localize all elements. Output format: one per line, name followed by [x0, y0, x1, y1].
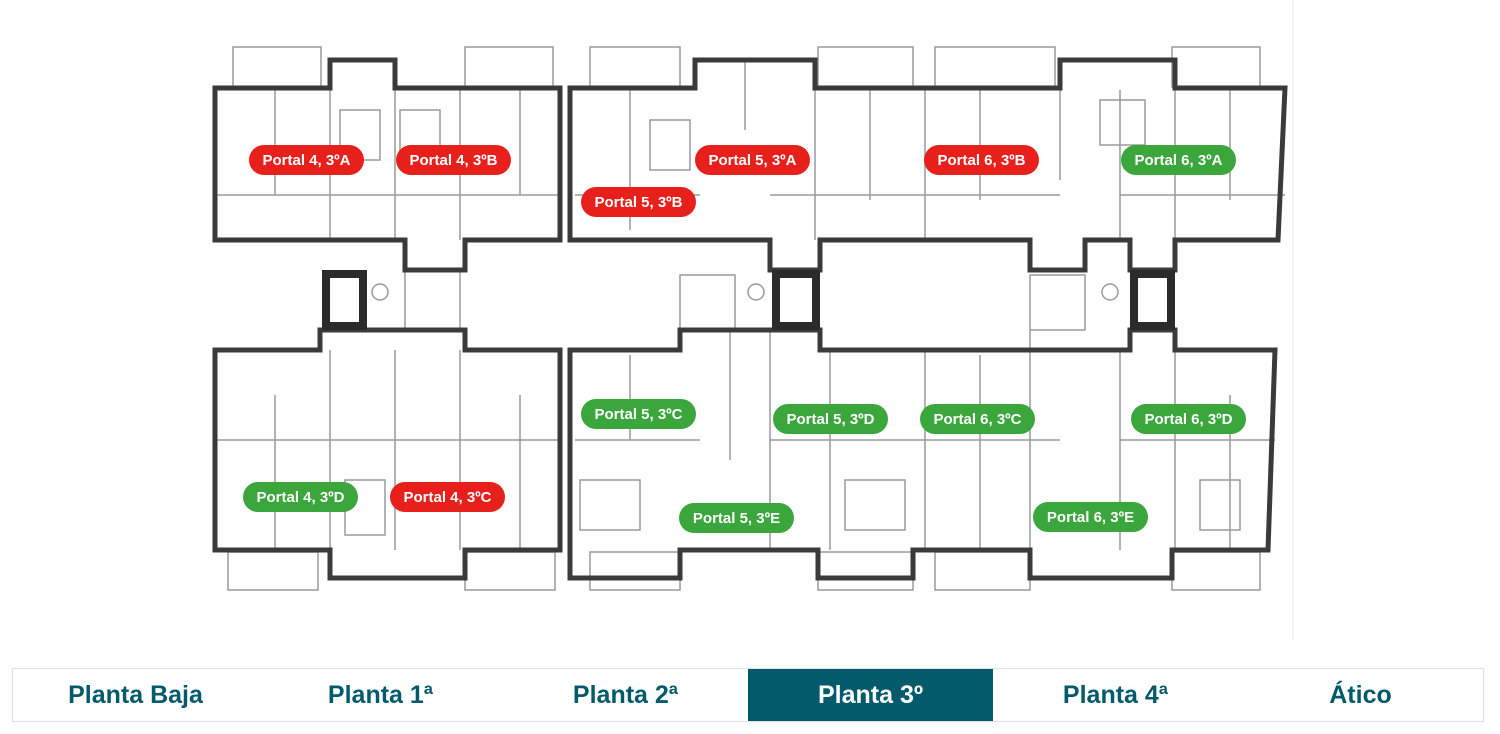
unit-marker[interactable]: Portal 4, 3ºD: [243, 482, 358, 512]
unit-marker[interactable]: Portal 4, 3ºB: [396, 145, 511, 175]
unit-marker[interactable]: Portal 4, 3ºA: [249, 145, 364, 175]
unit-marker[interactable]: Portal 5, 3ºA: [695, 145, 810, 175]
tab-planta-baja[interactable]: Planta Baja: [68, 680, 203, 709]
unit-marker[interactable]: Portal 5, 3ºC: [581, 399, 696, 429]
tab-planta-4[interactable]: Planta 4ª: [1062, 680, 1169, 709]
unit-marker[interactable]: Portal 4, 3ºC: [390, 482, 505, 512]
tab-planta-1[interactable]: Planta 1ª: [327, 680, 434, 709]
floor-tabs: Planta Baja Planta 1ª Planta 2ª Planta 3…: [12, 668, 1484, 722]
unit-marker[interactable]: Portal 6, 3ºC: [920, 404, 1035, 434]
unit-marker[interactable]: Portal 6, 3ºA: [1121, 145, 1236, 175]
tab-planta-3[interactable]: Planta 3º: [748, 669, 993, 721]
tab-planta-2[interactable]: Planta 2ª: [572, 680, 679, 709]
unit-marker[interactable]: Portal 6, 3ºD: [1131, 404, 1246, 434]
unit-marker[interactable]: Portal 5, 3ºD: [773, 404, 888, 434]
unit-marker[interactable]: Portal 5, 3ºB: [581, 187, 696, 217]
unit-marker[interactable]: Portal 5, 3ºE: [679, 503, 794, 533]
unit-marker[interactable]: Portal 6, 3ºE: [1033, 502, 1148, 532]
unit-marker[interactable]: Portal 6, 3ºB: [924, 145, 1039, 175]
floor-plan: [212, 0, 1294, 640]
tab-atico[interactable]: Ático: [1329, 680, 1392, 709]
